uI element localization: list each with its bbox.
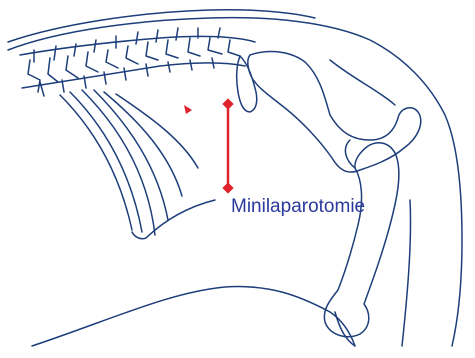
incision-endpoint-top (222, 98, 233, 109)
belly-contour (32, 287, 355, 346)
vertebral-column (20, 28, 255, 96)
incision-label: Minilaparotomie (231, 196, 365, 218)
femur (324, 143, 399, 337)
small-red-mark (184, 105, 192, 114)
rib-cage (60, 90, 215, 239)
incision-endpoint-bottom (222, 182, 233, 193)
femur-head (345, 140, 355, 168)
incision-marker (222, 98, 233, 193)
back-contour (8, 18, 462, 346)
